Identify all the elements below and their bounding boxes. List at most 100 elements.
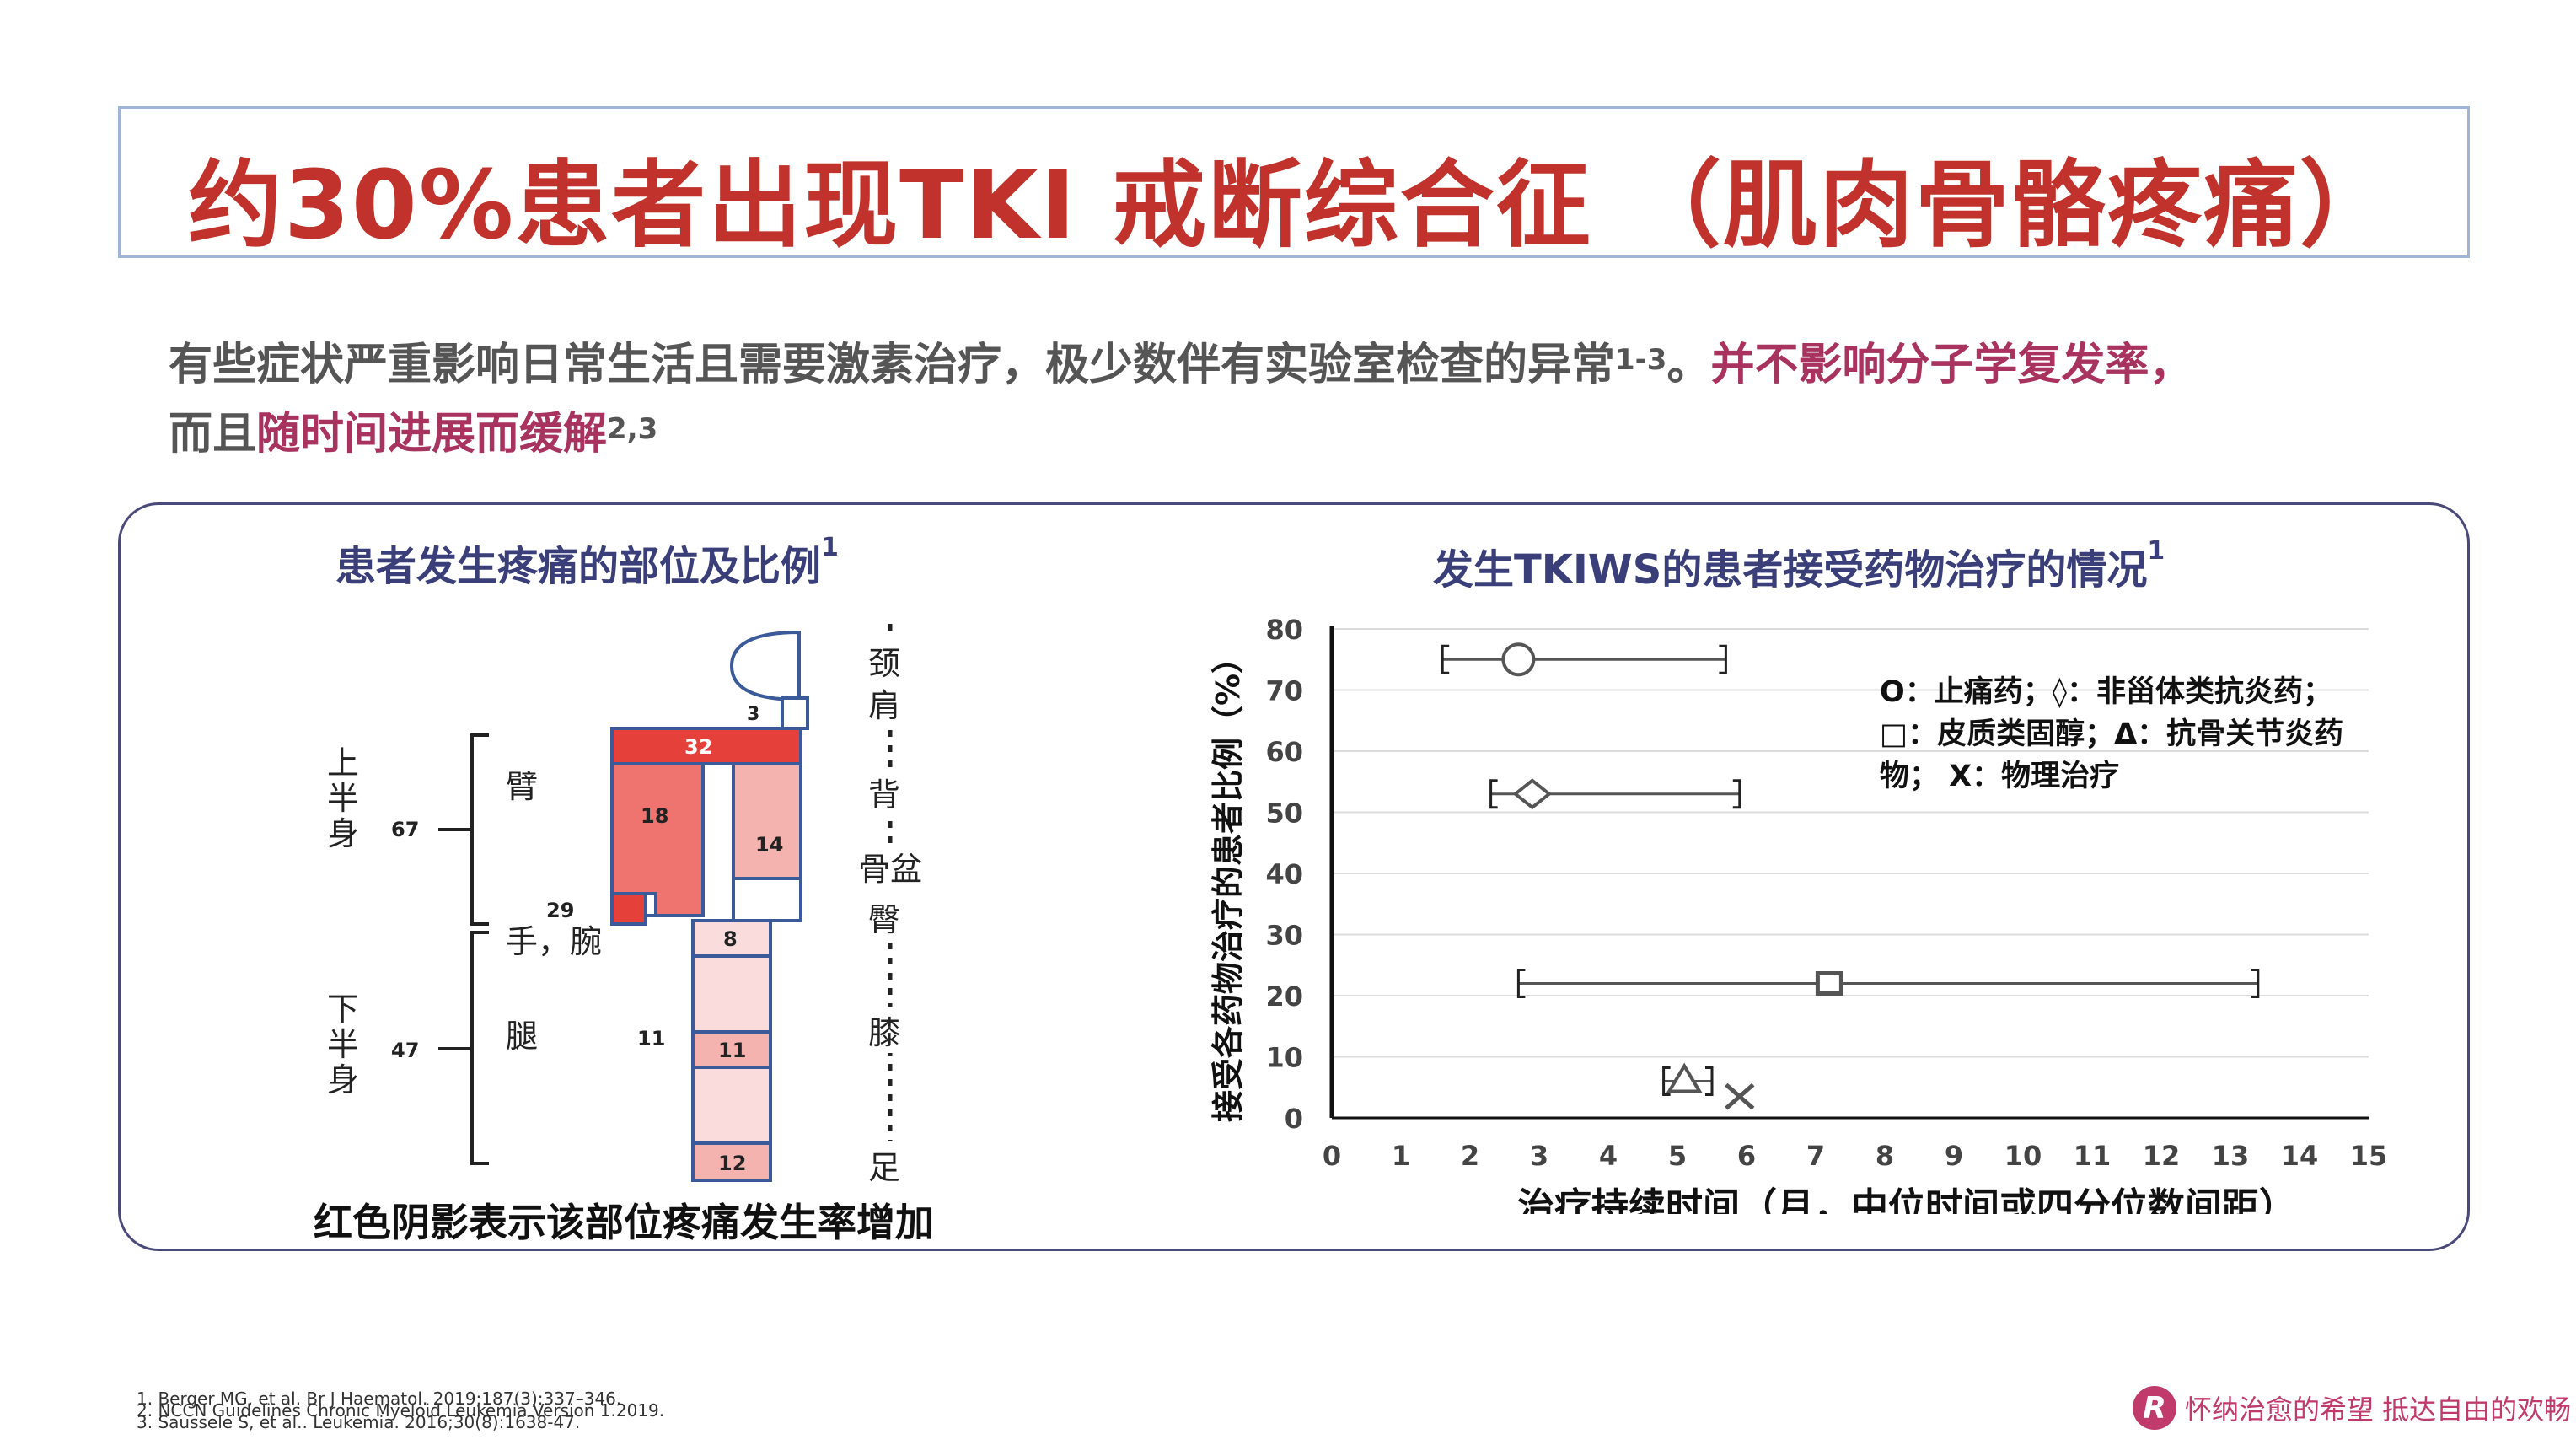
- subtitle-part2: 。: [1666, 340, 1711, 390]
- marker-triangle: [1666, 1062, 1703, 1093]
- left-panel-title-sup: 1: [821, 533, 839, 562]
- x-tick-label: 9: [1945, 1140, 1963, 1172]
- x-tick-label: 11: [2074, 1140, 2112, 1172]
- marker-circle: [1501, 642, 1536, 677]
- neck-box: [781, 696, 809, 730]
- left-panel-caption: 红色阴影表示该部位疼痛发生率增加: [314, 1200, 934, 1245]
- right-panel-title-sup: 1: [2147, 536, 2165, 566]
- x-tick-label: 0: [1323, 1140, 1341, 1172]
- shoulder-value: 32: [684, 735, 712, 759]
- hand-cell: [610, 892, 647, 926]
- subtitle-sup1: 1-3: [1615, 343, 1667, 377]
- chart-legend: O：止痛药；◊：非甾体类抗炎药； □：皮质类固醇；Δ：抗骨关节炎药 物； X：物…: [1880, 671, 2402, 798]
- back-label: 背: [868, 769, 901, 815]
- lower-body-label: 下半身: [327, 991, 360, 1099]
- shoulder-label: 肩: [868, 680, 901, 726]
- y-tick-label: 80: [1265, 614, 1303, 646]
- y-tick-label: 10: [1265, 1042, 1303, 1074]
- upper-arm-value: 18: [641, 804, 668, 828]
- upper-body-bracket: [470, 733, 489, 926]
- slide-title: 约30%患者出现TKI 戒断综合征 （肌肉骨骼疼痛）: [188, 151, 2396, 261]
- hip-value: 8: [723, 927, 738, 951]
- y-tick-label: 20: [1265, 980, 1303, 1013]
- x-tick-label: 5: [1668, 1140, 1687, 1172]
- marker-diamond: [1512, 778, 1553, 810]
- leg-value: 11: [637, 1027, 666, 1050]
- thigh-cell: [691, 954, 772, 1034]
- references: 1. Berger MG, et al. Br J Haematol. 2019…: [137, 1389, 665, 1432]
- x-axis-label: 治疗持续时间（月，中位时间或四分位数间距）: [1517, 1185, 2296, 1214]
- marker-x: [1725, 1082, 1755, 1110]
- upper-body-label: 上半身: [327, 744, 360, 852]
- title-box: 约30%患者出现TKI 戒断综合征 （肌肉骨骼疼痛）: [118, 106, 2470, 261]
- reference-1: 1. Berger MG, et al. Br J Haematol. 2019…: [137, 1389, 622, 1409]
- buttock-label: 臀: [868, 894, 901, 940]
- right-panel-title-text: 发生TKIWS的患者接受药物治疗的情况: [1433, 546, 2148, 594]
- hand-value: 29: [546, 899, 575, 922]
- x-tick-label: 3: [1530, 1140, 1548, 1172]
- y-tick-label: 30: [1265, 920, 1303, 952]
- subtitle-highlight1: 并不影响分子学复发率，: [1710, 340, 2193, 390]
- right-panel-title: 发生TKIWS的患者接受药物治疗的情况1: [1433, 536, 2165, 595]
- pelvis-label: 骨盆: [858, 843, 923, 889]
- x-tick-label: 6: [1737, 1140, 1756, 1172]
- reference-3: 3. Saussele S, et al.. Leukemia. 2016;30…: [137, 1412, 581, 1432]
- neck-label: 颈: [868, 637, 901, 684]
- brand-slogan: 怀纳治愈的希望 抵达自由的欢畅: [2185, 1394, 2572, 1426]
- subtitle-sup2: 2,3: [607, 412, 658, 446]
- reference-2: 2. NCCN Guidelines Chronic Myeloid Leuke…: [137, 1400, 665, 1421]
- y-tick-label: 40: [1265, 858, 1303, 890]
- knee-value: 11: [718, 1039, 746, 1062]
- shoulder-cell: [610, 727, 802, 765]
- subtitle-line2-prefix: 而且: [169, 409, 257, 459]
- foot-value: 12: [718, 1152, 746, 1175]
- error-bar-cap-right: [1705, 1066, 1714, 1096]
- x-tick-label: 2: [1461, 1140, 1479, 1172]
- shin-cell: [691, 1066, 772, 1145]
- foot-label: 足: [868, 1141, 901, 1188]
- brand-logo-icon: R: [2133, 1386, 2176, 1430]
- lower-body-value: 47: [391, 1039, 420, 1062]
- legend-line-2: □：皮质类固醇；Δ：抗骨关节炎药: [1880, 717, 2344, 751]
- y-tick-label: 70: [1265, 675, 1303, 707]
- legend-line-1: O：止痛药；◊：非甾体类抗炎药；: [1880, 675, 2333, 709]
- pelvis-cell: [732, 877, 802, 922]
- left-panel-title-text: 患者发生疼痛的部位及比例: [335, 543, 822, 590]
- error-bar-cap-right: [1719, 644, 1727, 674]
- body-pain-diagram: 3 32 18 14 8 11 12: [438, 624, 893, 1182]
- x-tick-label: 8: [1876, 1140, 1894, 1172]
- head-outline: [729, 630, 801, 702]
- upper-body-value: 67: [391, 818, 420, 841]
- x-tick-label: 14: [2281, 1140, 2319, 1172]
- content-panel: [118, 502, 2470, 1251]
- y-axis-label: 接受各药物治疗的患者比例（%）: [1210, 642, 1247, 1122]
- error-bar-cap-left: [1662, 1066, 1671, 1096]
- x-tick-label: 7: [1806, 1140, 1825, 1172]
- hand-wrist-label: 手，腕: [506, 923, 603, 960]
- left-panel-title: 患者发生疼痛的部位及比例1: [335, 533, 839, 592]
- error-bar-cap-left: [1489, 779, 1498, 809]
- subtitle: 有些症状严重影响日常生活且需要激素治疗，极少数伴有实验室检查的异常1-3。并不影…: [169, 330, 2445, 469]
- back-value: 14: [755, 833, 783, 857]
- x-tick-label: 4: [1599, 1140, 1618, 1172]
- knee-label: 膝: [868, 1007, 901, 1053]
- y-tick-label: 60: [1265, 736, 1303, 768]
- x-tick-label: 12: [2143, 1140, 2181, 1172]
- legend-line-3: 物； X：物理治疗: [1880, 760, 2120, 793]
- error-bar-cap-right: [1732, 779, 1741, 809]
- y-tick-label: 50: [1265, 798, 1303, 830]
- x-tick-label: 15: [2350, 1140, 2388, 1172]
- leg-label: 腿: [506, 1018, 539, 1055]
- subtitle-highlight2: 随时间进展而缓解: [256, 409, 608, 459]
- x-tick-label: 13: [2212, 1140, 2250, 1172]
- error-bar-cap-left: [1441, 644, 1450, 674]
- lower-body-bracket: [470, 931, 489, 1165]
- x-tick-label: 10: [2004, 1140, 2042, 1172]
- error-bar-cap-left: [1516, 969, 1526, 998]
- arm-label: 臂: [506, 768, 539, 805]
- brand-footer: R 怀纳治愈的希望 抵达自由的欢畅: [2133, 1383, 2571, 1433]
- back-cell: [732, 762, 802, 880]
- subtitle-part1: 有些症状严重影响日常生活且需要激素治疗，极少数伴有实验室检查的异常: [169, 340, 1616, 390]
- hip-cell: [691, 919, 772, 958]
